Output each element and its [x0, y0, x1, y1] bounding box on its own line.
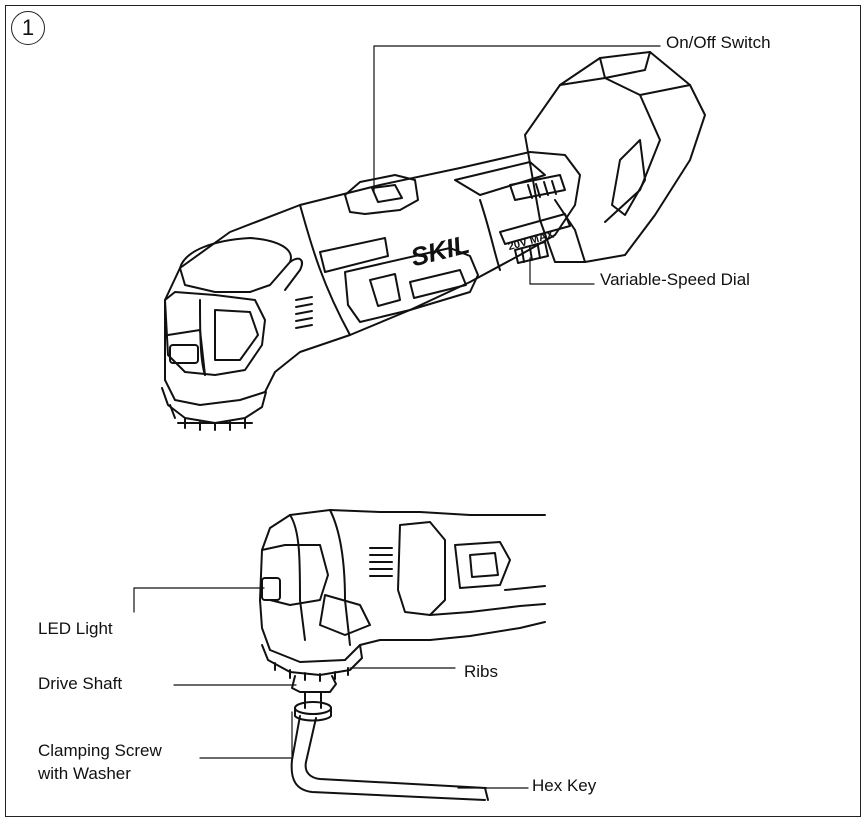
callout-hex-key: Hex Key	[532, 776, 597, 795]
callout-variable-speed-dial: Variable-Speed Dial	[600, 270, 750, 289]
on-off-switch	[345, 175, 418, 214]
motor-housing	[165, 152, 580, 405]
head-housing	[260, 510, 545, 662]
callout-on-off-switch: On/Off Switch	[666, 33, 771, 52]
led-light-top	[170, 345, 198, 363]
leader-led-light	[134, 588, 264, 612]
callout-drive-shaft: Drive Shaft	[38, 674, 123, 693]
figure-frame	[5, 5, 861, 817]
callout-clamping-screw: Clamping Screw with Washer	[38, 741, 198, 784]
leader-variable-speed-dial	[530, 258, 594, 284]
multi-tool-head-view	[260, 510, 545, 800]
hex-key	[292, 716, 486, 800]
leader-lines	[134, 46, 660, 788]
multi-tool-full-view	[162, 52, 705, 430]
callout-clamping-screw-line2: with Washer	[38, 764, 131, 783]
drive-shaft	[292, 676, 336, 692]
clamp-head	[162, 388, 266, 423]
leader-clamping-screw	[200, 712, 292, 758]
leader-on-off-switch	[374, 46, 660, 192]
callout-led-light: LED Light	[38, 619, 113, 638]
brand-logo: SKIL	[408, 229, 473, 272]
led-light	[262, 578, 280, 600]
callout-clamping-screw-line1: Clamping Screw	[38, 741, 162, 760]
callout-ribs: Ribs	[464, 662, 499, 681]
variable-speed-dial	[515, 242, 548, 263]
figure-number: 1	[11, 11, 45, 45]
